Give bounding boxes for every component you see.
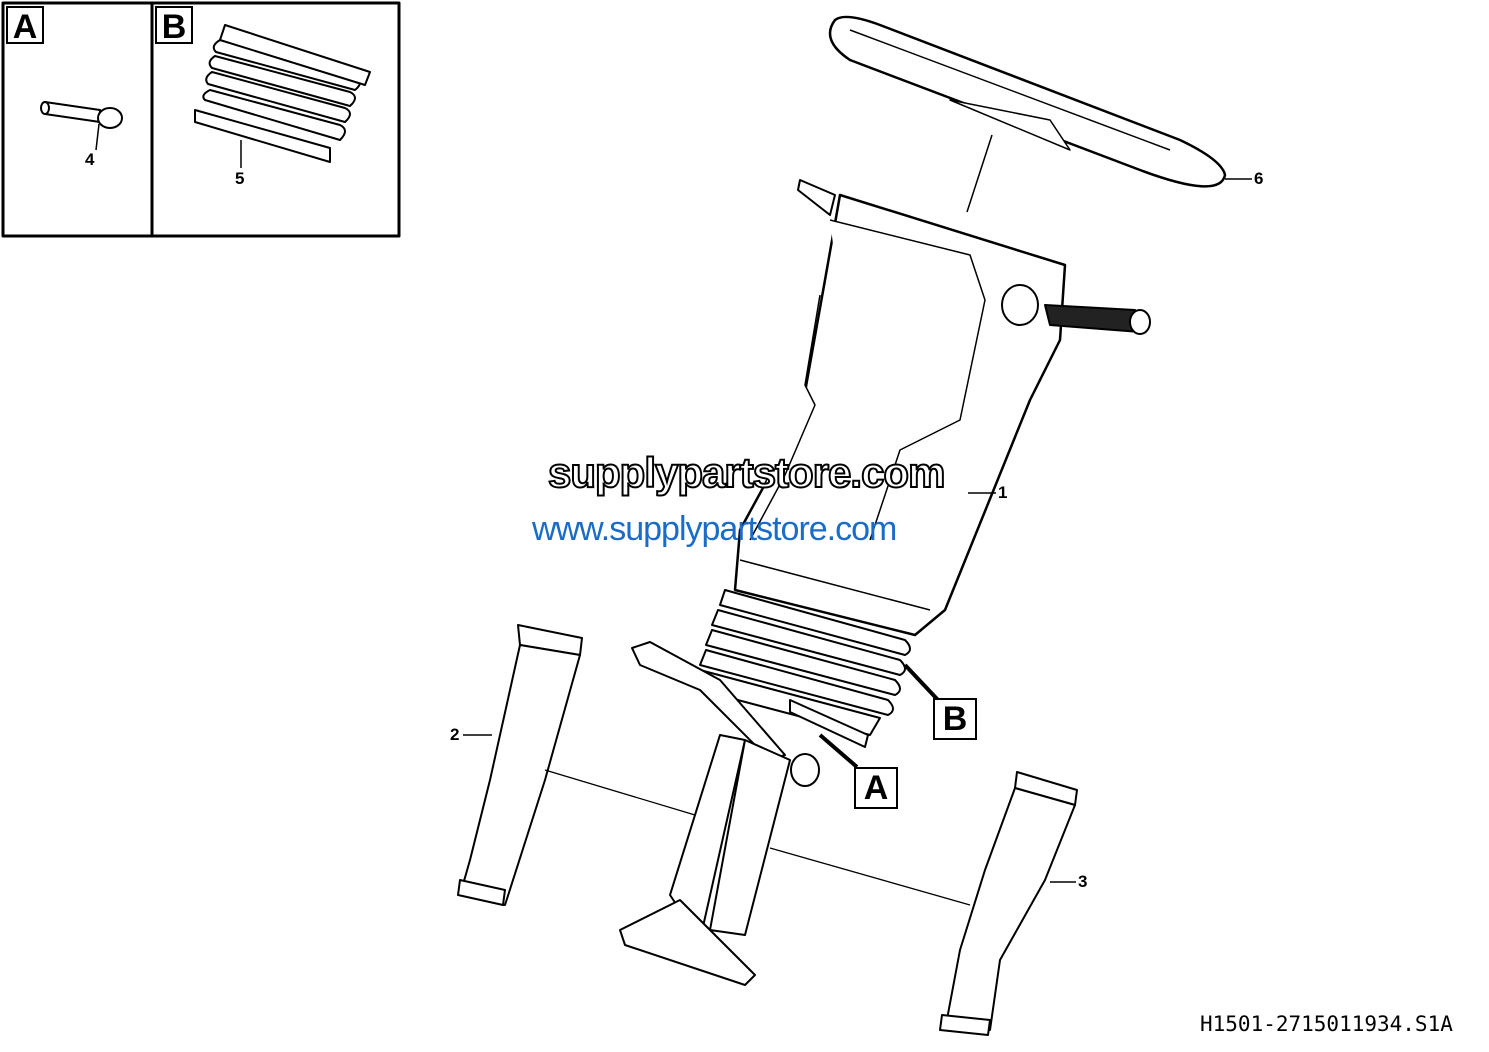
- bellows-part-5: [194, 24, 371, 168]
- inset-b-frame: [150, 1, 401, 238]
- pin-part-4: [40, 101, 123, 151]
- column-support-bracket: [619, 641, 869, 986]
- part-label-2: 2: [450, 725, 460, 744]
- cover-part-3: [939, 771, 1078, 1036]
- part-label-4: 4: [85, 150, 95, 169]
- assembly-line-2: [544, 769, 696, 816]
- part-label-6: 6: [1254, 169, 1264, 188]
- part-label-3: 3: [1078, 872, 1088, 891]
- part-label-1: 1: [998, 483, 1008, 502]
- watermark-blue: www.supplypartstore.com: [532, 510, 897, 548]
- drawing-code: H1501-2715011934.S1A: [1200, 1012, 1453, 1036]
- assembly-line-3: [769, 847, 971, 906]
- column-bellows: [699, 589, 940, 736]
- cover-part-2: [457, 624, 583, 906]
- inset-a-tag: A: [6, 6, 44, 46]
- part-label-5: 5: [235, 169, 245, 188]
- detail-marker-b: B: [933, 698, 977, 740]
- inset-b-tag: B: [155, 6, 193, 46]
- detail-marker-a: A: [854, 767, 898, 809]
- steering-wheel-part-6: [828, 15, 1252, 213]
- watermark-outline: supplypartstore.com: [547, 449, 946, 496]
- steering-column-part-1: [733, 179, 1151, 637]
